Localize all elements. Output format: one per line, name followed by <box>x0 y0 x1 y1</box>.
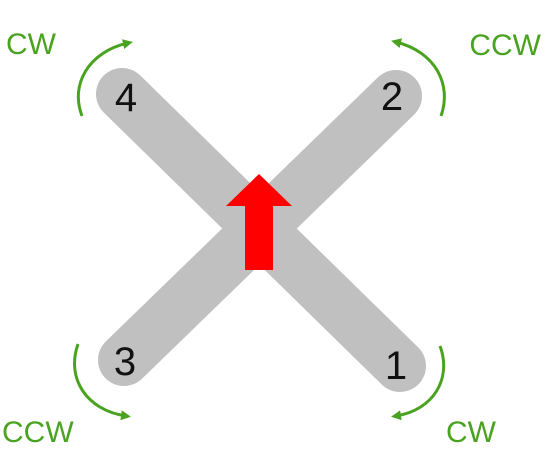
motor-2-direction-label: CCW <box>469 29 541 62</box>
motor-4-number: 4 <box>115 76 137 120</box>
motor-4-direction-label: CW <box>6 28 57 61</box>
curved-arrow-icon <box>76 39 133 117</box>
curved-arrow-icon <box>391 345 446 421</box>
motor-3-direction-label: CCW <box>2 416 74 449</box>
curved-arrow-icon <box>391 38 446 117</box>
motor-2-number: 2 <box>381 75 403 119</box>
up-arrow-icon <box>226 174 292 270</box>
motor-3-number: 3 <box>114 340 136 384</box>
motor-1-direction-label: CW <box>446 416 497 449</box>
curved-arrow-icon <box>73 343 131 421</box>
motor-1-number: 1 <box>385 344 407 388</box>
